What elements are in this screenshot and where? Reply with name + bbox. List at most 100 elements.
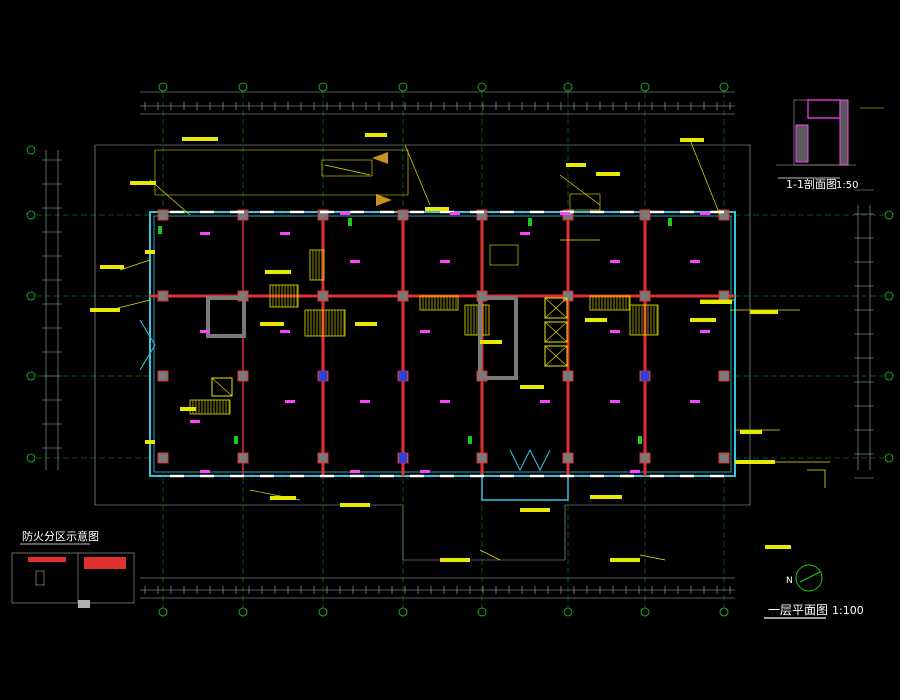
grid-axis-bubble bbox=[719, 607, 729, 617]
hydrant-marker bbox=[234, 436, 238, 444]
hydrant-marker bbox=[528, 218, 532, 226]
column-marker bbox=[319, 371, 327, 381]
stair-west-upper bbox=[309, 249, 325, 281]
direction-arrow bbox=[376, 194, 392, 206]
grid-axis-bubble bbox=[719, 82, 729, 92]
grid-axis-bubble bbox=[884, 291, 894, 301]
structural-column bbox=[718, 290, 730, 302]
room-label-mark bbox=[540, 400, 550, 403]
annotation-leader bbox=[689, 139, 721, 216]
elevator-shaft-cross bbox=[544, 321, 568, 343]
grid-axis-bubble bbox=[238, 607, 248, 617]
structural-column bbox=[397, 290, 409, 302]
annotation-tag bbox=[740, 430, 762, 434]
fire-zone-b-label bbox=[84, 557, 126, 569]
grid-axis-bubble bbox=[398, 82, 408, 92]
structural-column bbox=[317, 290, 329, 302]
hydrant-marker bbox=[348, 218, 352, 226]
elevator-shaft bbox=[544, 297, 568, 319]
annotation-tag bbox=[265, 270, 291, 274]
column-marker bbox=[399, 453, 407, 463]
grid-axis-bubble bbox=[158, 607, 168, 617]
structural-column bbox=[157, 290, 169, 302]
room-label-mark bbox=[200, 470, 210, 473]
room-label-mark bbox=[520, 232, 530, 235]
structural-column bbox=[237, 370, 249, 382]
compass-north-letter: N bbox=[786, 576, 793, 586]
annotation-leader bbox=[324, 164, 371, 176]
annotation-tag bbox=[90, 308, 120, 312]
fire-zone-diagram: 防火分区示意图 bbox=[11, 529, 135, 608]
column-marker bbox=[399, 371, 407, 381]
annotation-leader bbox=[559, 174, 601, 206]
compass-circle bbox=[795, 564, 823, 592]
grid-axis-bubble bbox=[884, 453, 894, 463]
room-label-mark bbox=[560, 212, 570, 215]
structural-column bbox=[562, 452, 574, 464]
elevator-shaft bbox=[544, 345, 568, 367]
grid-axis-bubble bbox=[26, 291, 36, 301]
annotation-box bbox=[321, 159, 373, 177]
plan-title-block: 一层平面图 1:100 bbox=[764, 603, 864, 619]
structural-column bbox=[562, 370, 574, 382]
annotation-tag bbox=[260, 322, 284, 326]
room-label-mark bbox=[420, 330, 430, 333]
annotation-tag bbox=[340, 503, 370, 507]
room-label-mark bbox=[700, 330, 710, 333]
annotation-tag bbox=[355, 322, 377, 326]
annotation-tag bbox=[145, 250, 155, 254]
section-column bbox=[839, 99, 849, 166]
room-label-mark bbox=[360, 400, 370, 403]
grid-axis-bubble bbox=[26, 453, 36, 463]
grid-axis-bubble bbox=[318, 607, 328, 617]
structural-column bbox=[157, 452, 169, 464]
stair-mid-west bbox=[304, 309, 346, 337]
structural-column bbox=[476, 209, 488, 221]
annotation-tag bbox=[566, 163, 586, 167]
section-title: 1-1剖面图 bbox=[786, 177, 837, 191]
room-label-mark bbox=[630, 470, 640, 473]
room-label-mark bbox=[690, 260, 700, 263]
site-outline bbox=[94, 144, 751, 561]
entrance-door bbox=[529, 449, 551, 472]
annotation-tag bbox=[270, 496, 296, 500]
elevator-shaft-cross bbox=[544, 297, 568, 319]
direction-arrow bbox=[372, 152, 388, 164]
room-label-mark bbox=[350, 260, 360, 263]
room-label-mark bbox=[690, 400, 700, 403]
north-arrow: N bbox=[786, 564, 823, 592]
fire-zone-stair bbox=[35, 570, 45, 586]
room-label-mark bbox=[700, 212, 710, 215]
structural-column bbox=[639, 452, 651, 464]
grid-axis-bubble bbox=[884, 371, 894, 381]
structural-column bbox=[397, 209, 409, 221]
hydrant-marker bbox=[668, 218, 672, 226]
annotation-tag bbox=[182, 137, 218, 141]
structural-column bbox=[718, 452, 730, 464]
stair-mid bbox=[419, 295, 459, 311]
room-label-mark bbox=[350, 470, 360, 473]
annotation-tag bbox=[100, 265, 124, 269]
structural-column bbox=[718, 370, 730, 382]
grid-axis-bubble bbox=[318, 82, 328, 92]
annotation-tag bbox=[680, 138, 704, 142]
structural-column bbox=[237, 452, 249, 464]
elevator-west-cross bbox=[211, 377, 233, 397]
structural-column bbox=[157, 209, 169, 221]
structural-column bbox=[562, 290, 574, 302]
hydrant-marker bbox=[638, 436, 642, 444]
grid-axis-bubble bbox=[640, 82, 650, 92]
grid-axis-bubble bbox=[158, 82, 168, 92]
annotation-tag bbox=[590, 495, 622, 499]
room-label-mark bbox=[285, 400, 295, 403]
annotation-tag bbox=[425, 207, 449, 211]
structural-column bbox=[639, 290, 651, 302]
grid-axis-bubble bbox=[26, 371, 36, 381]
grid-axis-bubble bbox=[26, 145, 36, 155]
fire-zone-a-label bbox=[28, 557, 66, 562]
room-label-mark bbox=[200, 232, 210, 235]
annotation-tag bbox=[440, 558, 470, 562]
annotation-tag bbox=[520, 508, 550, 512]
